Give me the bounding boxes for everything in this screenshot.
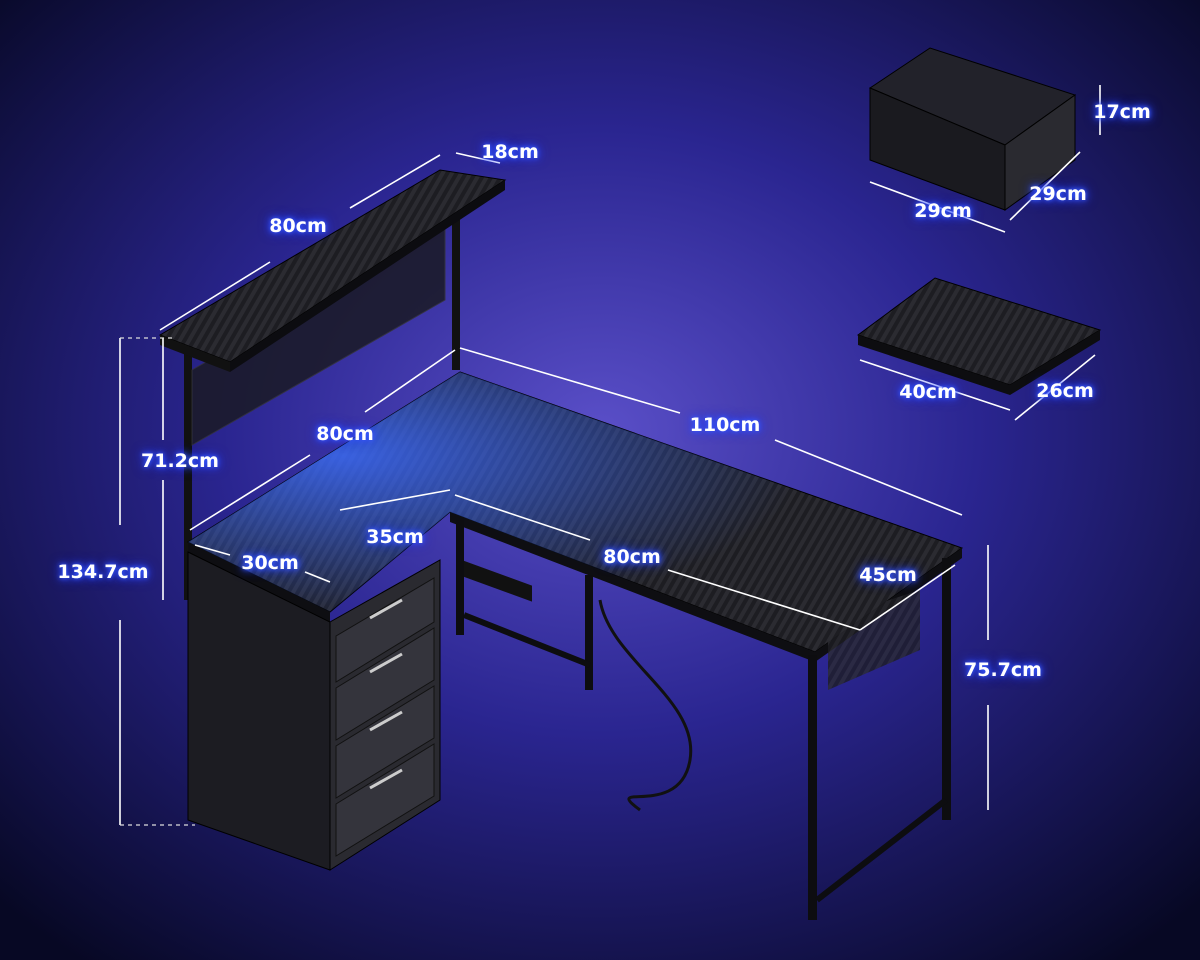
- fabric-drawer: [868, 47, 1077, 211]
- desk: [186, 371, 964, 920]
- stand-width-label: 40cm: [899, 381, 957, 403]
- inner-width-label: 80cm: [603, 546, 661, 568]
- shelf-depth-label: 18cm: [481, 141, 539, 163]
- total-height-label: 134.7cm: [57, 561, 149, 583]
- drawer-depth-label: 29cm: [1029, 183, 1087, 205]
- dimension-lines: [119, 85, 1101, 826]
- shelf-width-label: 80cm: [269, 215, 327, 237]
- left-depth-label: 80cm: [316, 423, 374, 445]
- hutch: [158, 169, 507, 600]
- desk-width-label: 110cm: [689, 414, 761, 436]
- hutch-height-label: 71.2cm: [141, 450, 219, 472]
- stand-depth-label: 26cm: [1036, 380, 1094, 402]
- power-cord: [598, 599, 693, 812]
- desk-height-label: 75.7cm: [964, 659, 1042, 681]
- inner-depth-label: 35cm: [366, 526, 424, 548]
- side-storage-bag: [828, 590, 920, 690]
- cabinet-width-label: 30cm: [241, 552, 299, 574]
- monitor-stand: [856, 277, 1102, 395]
- desk-depth-label: 45cm: [859, 564, 917, 586]
- power-outlet: [462, 560, 532, 602]
- drawer-height-label: 17cm: [1093, 101, 1151, 123]
- drawer-width-label: 29cm: [914, 200, 972, 222]
